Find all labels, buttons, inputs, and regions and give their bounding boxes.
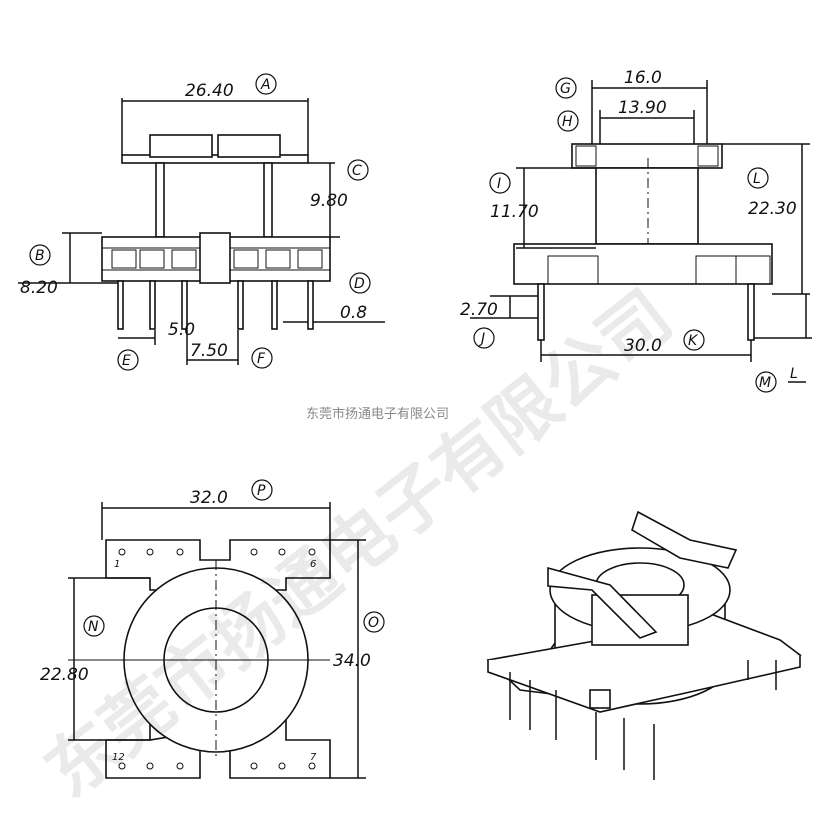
bottom-bore-dim: 22.80: [40, 665, 89, 685]
front-base-height-dim: 8.20: [20, 278, 58, 298]
bottom-width-dim: 32.0: [190, 488, 228, 508]
pin-number-1: 1: [114, 559, 120, 570]
front-spacing-dim: 7.50: [190, 341, 228, 361]
front-pins: [117, 280, 314, 330]
label-p: P: [257, 483, 266, 499]
label-h: H: [562, 114, 573, 130]
front-top-height-dim: 9.80: [310, 191, 348, 211]
side-top-flange: [571, 143, 723, 169]
front-center-block: [199, 232, 231, 284]
front-post-right: [263, 162, 273, 238]
label-b: B: [35, 248, 45, 264]
side-core: [595, 167, 699, 245]
front-pitch-dim: 5.0: [168, 320, 195, 340]
label-e: E: [122, 353, 131, 369]
side-inner-dim: 13.90: [618, 98, 667, 118]
bottom-height-dim: 34.0: [333, 651, 371, 671]
isometric-view: [486, 510, 802, 780]
side-core-height-dim: 11.70: [490, 202, 539, 222]
front-top-block-right: [217, 134, 281, 158]
label-o: O: [368, 615, 379, 631]
label-g: G: [560, 81, 571, 97]
label-d: D: [354, 276, 365, 292]
side-base: [513, 243, 773, 285]
side-l-dim: L: [790, 366, 798, 382]
company-caption: 东莞市扬通电子有限公司: [306, 406, 449, 422]
label-c: C: [352, 163, 362, 179]
label-m: M: [759, 375, 771, 391]
side-view: 16.0 G 13.90 H 11.70 I 22.30 L 2.70 J 30…: [460, 68, 812, 393]
side-total-height-dim: 22.30: [748, 199, 797, 219]
front-width-dim: 26.40: [185, 81, 234, 101]
label-k: K: [688, 333, 699, 349]
front-view: 26.40 A 9.80 C 8.20 B 0.8 D 5.0 E 7.50 F: [18, 73, 385, 371]
bottom-pin-holes: [118, 548, 316, 770]
pin-number-12: 12: [112, 752, 125, 763]
front-post-left: [155, 162, 165, 238]
label-n: N: [88, 619, 99, 635]
side-outer-dim: 16.0: [624, 68, 662, 88]
side-pin-span-dim: 30.0: [624, 336, 662, 356]
iso-pins: [509, 660, 777, 780]
label-a: A: [260, 77, 271, 93]
side-pin-left: [537, 283, 545, 341]
label-i: I: [497, 176, 501, 192]
bottom-view: 1 6 12 7 32.0 P 34.0 O 22.80 N: [40, 479, 385, 779]
label-l: L: [753, 171, 761, 187]
side-pin-length-dim: 2.70: [460, 300, 498, 320]
label-f: F: [257, 351, 266, 367]
side-pin-right: [747, 283, 755, 341]
front-top-flange: [121, 154, 309, 164]
pin-number-7: 7: [310, 752, 317, 763]
front-top-block-left: [149, 134, 213, 158]
pin-number-6: 6: [310, 559, 316, 570]
label-j: J: [478, 331, 485, 347]
front-pin-dim: 0.8: [340, 303, 367, 323]
